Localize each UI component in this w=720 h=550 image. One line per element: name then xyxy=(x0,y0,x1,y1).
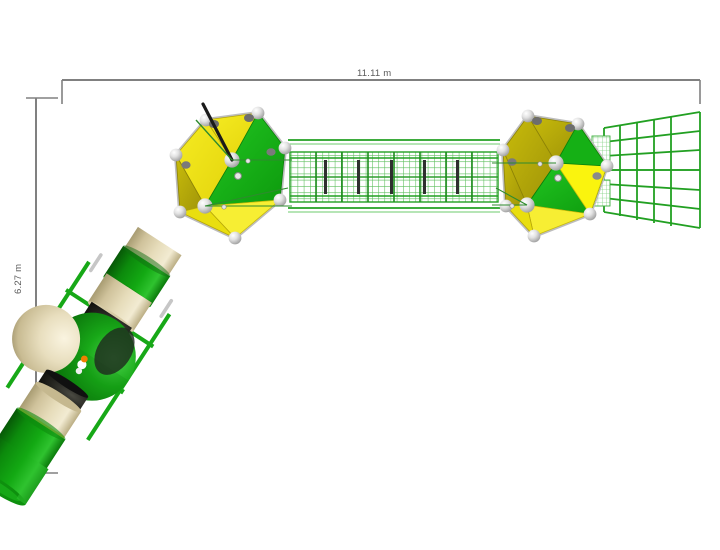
left-tower-hub xyxy=(234,172,242,180)
right-tower-leader xyxy=(492,162,556,206)
right-tower-hub xyxy=(554,174,562,182)
slide-window-dark xyxy=(94,327,135,375)
slide-pin xyxy=(88,253,174,318)
slide-sphere-beige xyxy=(12,304,81,373)
left-tower-panel-yellow-lower xyxy=(178,205,236,239)
left-tower xyxy=(169,102,292,245)
right-tower xyxy=(492,109,614,243)
slide-segment-green-2 xyxy=(0,407,66,474)
left-tower-leader-dot-2 xyxy=(221,204,227,210)
dimension-height-label: 6.27 m xyxy=(13,263,24,294)
antenna-pole xyxy=(195,102,234,162)
net-bridge-ribs xyxy=(315,152,473,202)
left-tower-leader xyxy=(204,159,292,207)
net-bridge xyxy=(288,139,500,213)
slide-connector-accent xyxy=(75,355,88,375)
left-tower-nodes xyxy=(169,106,292,245)
net-bridge-rungs xyxy=(324,160,459,194)
right-tower-panel-green-top xyxy=(555,123,608,167)
right-tower-leader-dot-2 xyxy=(509,203,515,209)
tube-slide xyxy=(0,226,182,506)
dimension-width xyxy=(61,79,701,104)
right-tower-nodes xyxy=(496,109,614,243)
slide-exit-mouth xyxy=(0,435,49,506)
right-tower-leader-dot xyxy=(537,161,543,167)
left-tower-leader-dot xyxy=(245,158,251,164)
slide-segment-dark-window-2 xyxy=(36,369,89,413)
dimension-width-label: 11.11 m xyxy=(357,68,392,79)
